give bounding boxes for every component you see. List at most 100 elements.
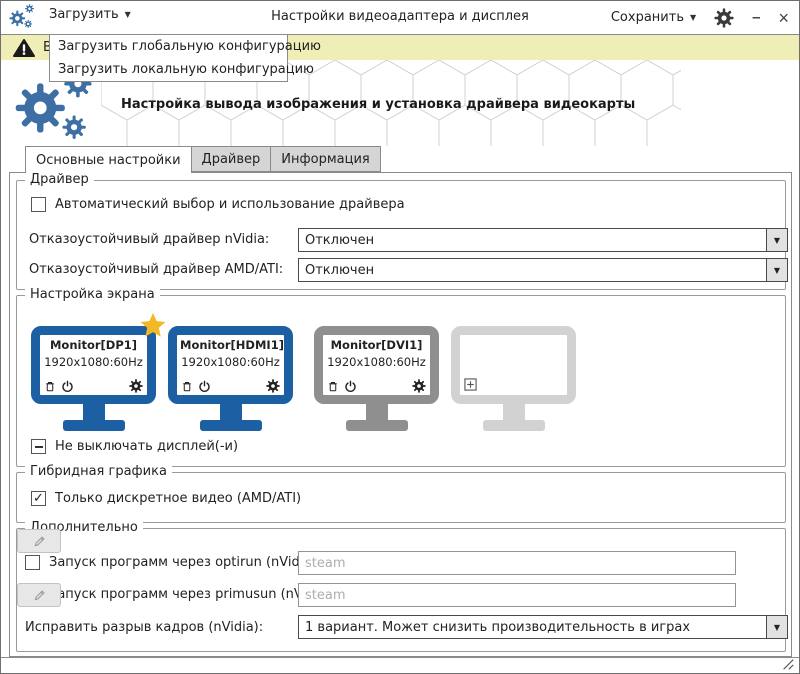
monitor-dp1[interactable]: Monitor[DP1] 1920x1080:60Hz — [31, 312, 166, 431]
nvidia-failsafe-label: Отказоустойчивый драйвер nVidia: — [29, 232, 270, 247]
nvidia-failsafe-value: Отключен — [305, 232, 375, 248]
tearing-combo[interactable]: 1 вариант. Может снизить производительно… — [298, 615, 788, 639]
discrete-only-checkbox[interactable]: ✓ — [31, 491, 46, 506]
monitor-base — [345, 420, 408, 431]
minimize-button[interactable]: – — [752, 9, 761, 26]
add-monitor-icon[interactable] — [464, 378, 477, 391]
save-menu-button[interactable]: Сохранить ▼ — [611, 10, 696, 25]
primusun-row: Запуск программ через primusun (nVidia): — [25, 587, 335, 602]
window-title: Настройки видеоадаптера и дисплея — [271, 9, 529, 24]
toolbar: Загрузить ▼ Настройки видеоадаптера и ди… — [1, 1, 799, 34]
group-driver: Драйвер Автоматический выбор и использов… — [16, 172, 788, 290]
monitor-base — [482, 420, 545, 431]
monitor-screen: Monitor[DVI1] 1920x1080:60Hz — [314, 326, 439, 404]
auto-driver-checkbox-row: Автоматический выбор и использование дра… — [31, 197, 405, 212]
chevron-down-icon: ▼ — [124, 10, 131, 19]
primusun-edit-button[interactable] — [17, 583, 61, 607]
optirun-checkbox[interactable] — [25, 555, 40, 570]
monitor-mode: 1920x1080:60Hz — [327, 355, 426, 369]
page-title: Настройка вывода изображения и установка… — [121, 97, 636, 112]
discrete-only-label: Только дискретное видео (AMD/ATI) — [55, 491, 302, 506]
status-bar — [1, 657, 799, 673]
monitor-dvi1[interactable]: Monitor[DVI1] 1920x1080:60Hz — [314, 326, 439, 431]
monitor-hdmi1[interactable]: Monitor[HDMI1] 1920x1080:60Hz — [168, 326, 293, 431]
monitor-stand — [82, 404, 105, 420]
group-extra: Дополнительно Запуск программ через opti… — [16, 520, 788, 652]
delete-monitor-icon[interactable] — [327, 380, 339, 393]
amd-failsafe-value: Отключен — [305, 262, 375, 278]
keep-displays-label: Не выключать дисплей(-и) — [55, 439, 239, 454]
group-hybrid-legend: Гибридная графика — [25, 464, 172, 479]
monitor-name: Monitor[DVI1] — [330, 338, 423, 352]
chevron-down-icon: ▼ — [773, 235, 781, 245]
monitor-stand — [365, 404, 388, 420]
menu-item-load-global[interactable]: Загрузить глобальную конфигурацию — [58, 39, 321, 54]
optirun-input[interactable] — [298, 551, 736, 575]
tab-bar: Основные настройки Драйвер Информация — [25, 146, 381, 173]
monitor-screen: Monitor[HDMI1] 1920x1080:60Hz — [168, 326, 293, 404]
auto-driver-checkbox[interactable] — [31, 197, 46, 212]
combo-dropdown-button[interactable]: ▼ — [766, 616, 787, 638]
monitor-stand — [219, 404, 242, 420]
group-screen-legend: Настройка экрана — [25, 287, 160, 302]
warning-text: В — [43, 40, 52, 55]
toolbar-right: Сохранить ▼ – × — [611, 1, 789, 34]
monitor-screen — [451, 326, 576, 404]
monitor-stand — [502, 404, 525, 420]
amd-failsafe-combo[interactable]: Отключен ▼ — [298, 258, 788, 282]
monitor-mode: 1920x1080:60Hz — [44, 355, 143, 369]
close-button[interactable]: × — [778, 7, 789, 28]
chevron-down-icon: ▼ — [689, 13, 697, 22]
load-menu-button[interactable]: Загрузить ▼ — [49, 7, 131, 22]
nvidia-failsafe-combo[interactable]: Отключен ▼ — [298, 228, 788, 252]
tab-main-settings[interactable]: Основные настройки — [25, 146, 192, 173]
load-menu-popup: Загрузить глобальную конфигурацию Загруз… — [49, 34, 321, 82]
primusun-input[interactable] — [298, 583, 736, 607]
keep-displays-row: Не выключать дисплей(-и) — [31, 439, 238, 454]
resize-grip[interactable] — [781, 657, 795, 671]
menu-item-load-local[interactable]: Загрузить локальную конфигурацию — [58, 62, 314, 77]
load-menu-label: Загрузить — [49, 7, 119, 22]
keep-displays-checkbox[interactable] — [31, 439, 46, 454]
optirun-label: Запуск программ через optirun (nVidia): — [49, 555, 321, 570]
discrete-only-row: ✓ Только дискретное видео (AMD/ATI) — [31, 491, 301, 506]
monitor-name: Monitor[HDMI1] — [180, 338, 284, 352]
power-monitor-icon[interactable] — [344, 380, 357, 393]
tab-driver[interactable]: Драйвер — [190, 146, 272, 172]
chevron-down-icon: ▼ — [773, 265, 781, 275]
monitor-slot-empty[interactable] — [451, 326, 576, 431]
chevron-down-icon: ▼ — [773, 622, 781, 632]
configure-monitor-gear-icon[interactable] — [412, 379, 426, 393]
optirun-row: Запуск программ через optirun (nVidia): — [25, 555, 321, 570]
combo-dropdown-button[interactable]: ▼ — [766, 229, 787, 251]
configure-monitor-gear-icon[interactable] — [266, 379, 280, 393]
monitor-screen: Monitor[DP1] 1920x1080:60Hz — [31, 326, 156, 404]
power-monitor-icon[interactable] — [61, 380, 74, 393]
monitor-actions — [327, 379, 426, 393]
optirun-edit-button[interactable] — [17, 529, 61, 553]
amd-failsafe-label: Отказоустойчивый драйвер AMD/ATI: — [29, 262, 284, 277]
monitor-base — [62, 420, 125, 431]
delete-monitor-icon[interactable] — [181, 380, 193, 393]
monitor-mode: 1920x1080:60Hz — [181, 355, 280, 369]
app-gears-icon — [9, 4, 39, 32]
save-menu-label: Сохранить — [610, 10, 684, 25]
primusun-label: Запуск программ через primusun (nVidia): — [49, 587, 336, 602]
monitor-actions — [181, 379, 280, 393]
tearing-value: 1 вариант. Может снизить производительно… — [305, 619, 691, 635]
tab-information[interactable]: Информация — [270, 146, 381, 172]
settings-gear-button[interactable] — [714, 7, 734, 28]
group-driver-legend: Драйвер — [25, 172, 94, 187]
configure-monitor-gear-icon[interactable] — [129, 379, 143, 393]
delete-monitor-icon[interactable] — [44, 380, 56, 393]
monitor-name: Monitor[DP1] — [49, 338, 138, 352]
group-screen: Настройка экрана Monitor[DP1] 1920x1080:… — [16, 287, 786, 467]
monitor-actions — [44, 379, 143, 393]
power-monitor-icon[interactable] — [198, 380, 211, 393]
tearing-label: Исправить разрыв кадров (nVidia): — [25, 620, 264, 635]
auto-driver-label: Автоматический выбор и использование дра… — [55, 197, 405, 212]
combo-dropdown-button[interactable]: ▼ — [766, 259, 787, 281]
primary-star-icon — [138, 311, 168, 341]
group-hybrid: Гибридная графика ✓ Только дискретное ви… — [16, 464, 786, 523]
